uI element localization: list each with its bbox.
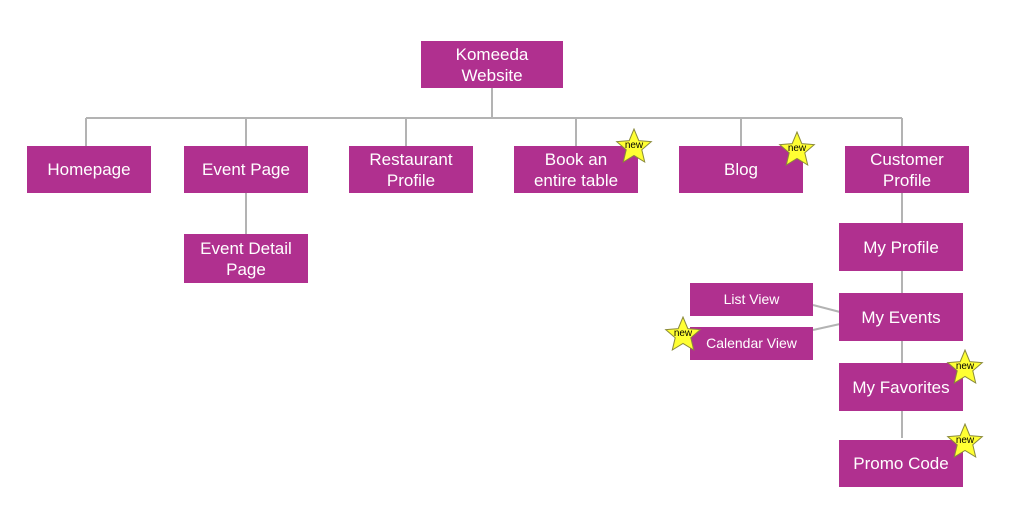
- new-star-badge-blog: new: [778, 131, 816, 169]
- new-star-badge-my-favorites: new: [946, 349, 984, 387]
- node-my-profile: My Profile: [839, 223, 963, 271]
- node-restaurant-profile: Restaurant Profile: [349, 146, 473, 193]
- node-komeeda-website: Komeeda Website: [421, 41, 563, 88]
- star-icon: [946, 423, 984, 459]
- node-event-detail-page: Event Detail Page: [184, 234, 308, 283]
- new-badge-label: new: [955, 435, 975, 446]
- node-blog: Blog: [679, 146, 803, 193]
- star-icon: [946, 349, 984, 385]
- node-customer-profile: Customer Profile: [845, 146, 969, 193]
- node-homepage: Homepage: [27, 146, 151, 193]
- new-badge-label: new: [787, 143, 807, 154]
- node-list-view: List View: [690, 283, 813, 316]
- node-calendar-view: Calendar View: [690, 327, 813, 360]
- node-my-favorites: My Favorites: [839, 363, 963, 411]
- node-my-events: My Events: [839, 293, 963, 341]
- new-badge-label: new: [955, 361, 975, 372]
- star-icon: [615, 128, 653, 164]
- new-badge-label: new: [624, 140, 644, 151]
- new-badge-label: new: [673, 328, 693, 339]
- new-star-badge-book-table: new: [615, 128, 653, 166]
- star-icon: [664, 316, 702, 352]
- node-event-page: Event Page: [184, 146, 308, 193]
- new-star-badge-promo-code: new: [946, 423, 984, 461]
- star-icon: [778, 131, 816, 167]
- new-star-badge-calendar-view: new: [664, 316, 702, 354]
- node-book-entire-table: Book an entire table: [514, 146, 638, 193]
- node-promo-code: Promo Code: [839, 440, 963, 487]
